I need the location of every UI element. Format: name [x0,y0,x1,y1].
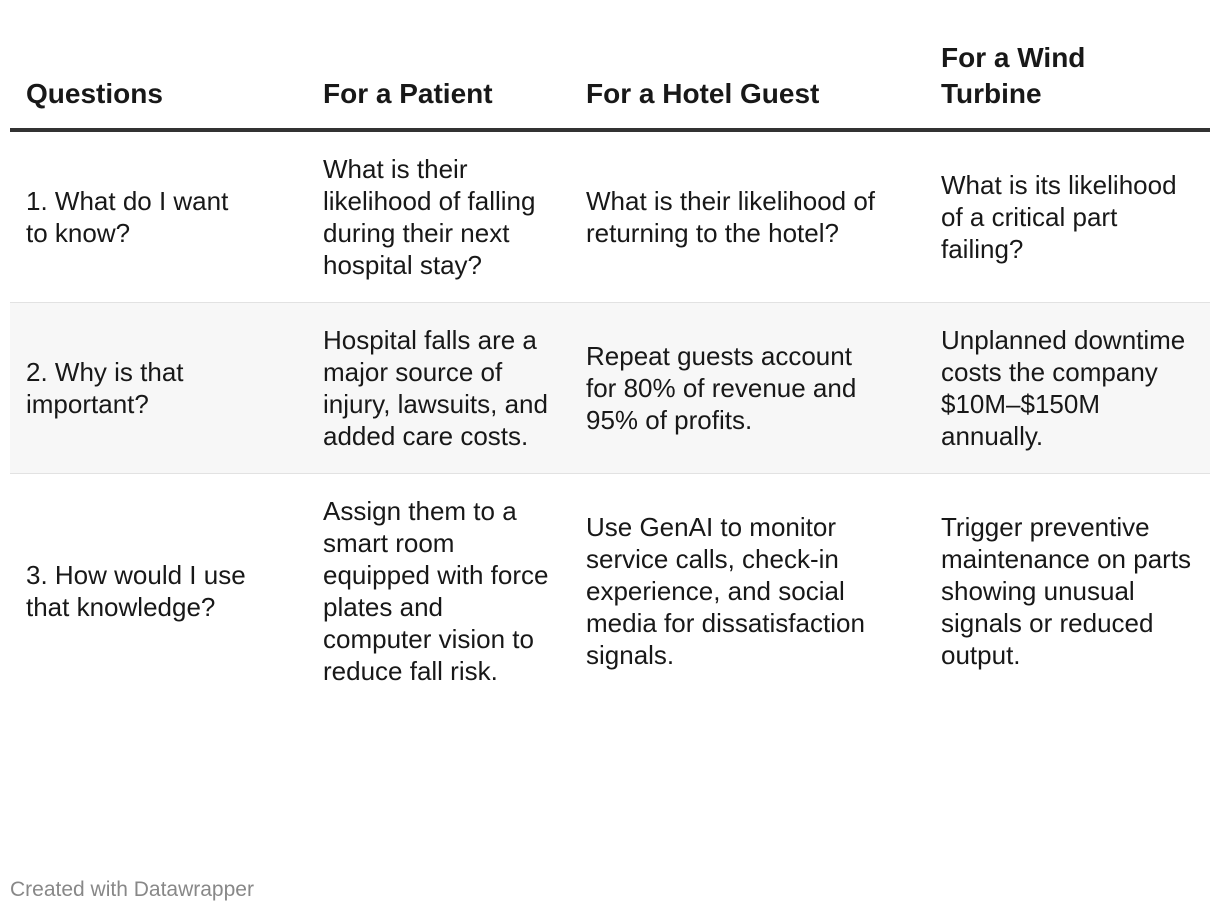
comparison-table: Questions For a Patient For a Hotel Gues… [10,40,1210,708]
question-cell: 3. How would I use that knowledge? [10,474,307,709]
table-row: 3. How would I use that knowledge? Assig… [10,474,1210,709]
patient-cell: Assign them to a smart room equipped wit… [307,474,570,709]
comparison-table-container: Questions For a Patient For a Hotel Gues… [10,40,1210,708]
hotel-text: Use GenAI to monitor service calls, chec… [586,512,865,670]
patient-text: Hospital falls are a major source of inj… [323,325,548,451]
header-hotel-guest: For a Hotel Guest [570,40,925,132]
turbine-cell: Trigger preventive maintenance on parts … [925,474,1210,709]
table-header: Questions For a Patient For a Hotel Gues… [10,40,1210,132]
turbine-text: Unplanned downtime costs the company $10… [941,325,1186,451]
turbine-cell: Unplanned downtime costs the company $10… [925,302,1210,474]
question-text: 1. What do I want to know? [26,186,229,248]
patient-text: What is their likelihood of falling duri… [323,154,536,280]
datawrapper-credit: Created with Datawrapper [10,878,254,901]
patient-text: Assign them to a smart room equipped wit… [323,496,549,686]
hotel-cell: What is their likelihood of returning to… [570,130,925,303]
turbine-text: What is its likelihood of a critical par… [941,170,1177,264]
hotel-text: Repeat guests account for 80% of revenue… [586,341,857,435]
turbine-cell: What is its likelihood of a critical par… [925,130,1210,303]
table-row: 1. What do I want to know? What is their… [10,130,1210,303]
question-text: 3. How would I use that knowledge? [26,560,246,622]
patient-cell: Hospital falls are a major source of inj… [307,302,570,474]
turbine-text: Trigger preventive maintenance on parts … [941,512,1192,670]
header-row: Questions For a Patient For a Hotel Gues… [10,40,1210,132]
question-cell: 1. What do I want to know? [10,130,307,303]
question-text: 2. Why is that important? [26,357,184,419]
table-row: 2. Why is that important? Hospital falls… [10,302,1210,474]
header-patient: For a Patient [307,40,570,132]
table-body: 1. What do I want to know? What is their… [10,130,1210,708]
patient-cell: What is their likelihood of falling duri… [307,130,570,303]
hotel-text: What is their likelihood of returning to… [586,186,876,248]
header-wind-turbine: For a Wind Turbine [925,40,1210,132]
header-questions: Questions [10,40,307,132]
hotel-cell: Repeat guests account for 80% of revenue… [570,302,925,474]
hotel-cell: Use GenAI to monitor service calls, chec… [570,474,925,709]
question-cell: 2. Why is that important? [10,302,307,474]
